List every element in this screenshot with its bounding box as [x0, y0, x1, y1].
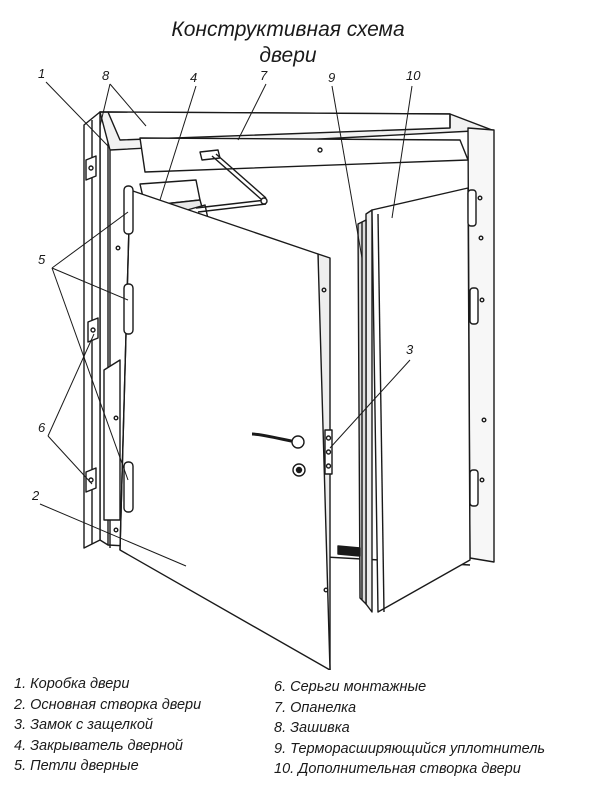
legend-item: 1. Коробка двери: [14, 676, 130, 692]
leader-lines: [39, 81, 413, 567]
additional-door-leaf: [365, 187, 487, 613]
callout-9: 9: [328, 70, 335, 85]
legend-item: 6. Серьги монтажные: [274, 679, 427, 695]
legend-left-column: 1. Коробка двери 2. Основная створка две…: [14, 674, 201, 777]
legend-item: 7. Опанелка: [274, 699, 357, 716]
legend-item: 5. Петли дверные: [14, 758, 139, 774]
callout-1: 1: [38, 66, 45, 81]
callout-10: 10: [406, 68, 421, 83]
callout-2: 2: [31, 488, 40, 503]
thermo-seal: [337, 219, 367, 605]
diagram-title-line1: Конструктивная схема: [171, 18, 405, 41]
callout-3: 3: [406, 342, 414, 357]
callout-7: 7: [260, 68, 268, 83]
legend-item: 3. Замок с защелкой: [14, 717, 153, 733]
door-diagram: 1 8 4 7 9 10 5 3 6 2: [31, 66, 495, 670]
callout-5: 5: [38, 252, 46, 267]
legend-right-column: 6. Серьги монтажные 7. Опанелка 8. Зашив…: [274, 677, 545, 780]
top-trim-panel: [139, 137, 469, 173]
mounting-lugs: [85, 155, 99, 493]
main-door-leaf: [103, 185, 333, 670]
door-frame: [99, 111, 495, 566]
legend-item: 10. Дополнительная створка двери: [274, 761, 521, 777]
diagram-title-line2: двери: [259, 44, 317, 67]
callout-6: 6: [38, 420, 46, 435]
legend-item: 8. Зашивка: [274, 720, 350, 736]
legend-item: 4. Закрыватель дверной: [14, 737, 183, 754]
legend-item: 9. Терморасширяющийся уплотнитель: [274, 740, 546, 757]
callout-8: 8: [102, 68, 110, 83]
callout-4: 4: [190, 70, 197, 85]
legend-item: 2. Основная створка двери: [14, 696, 202, 713]
